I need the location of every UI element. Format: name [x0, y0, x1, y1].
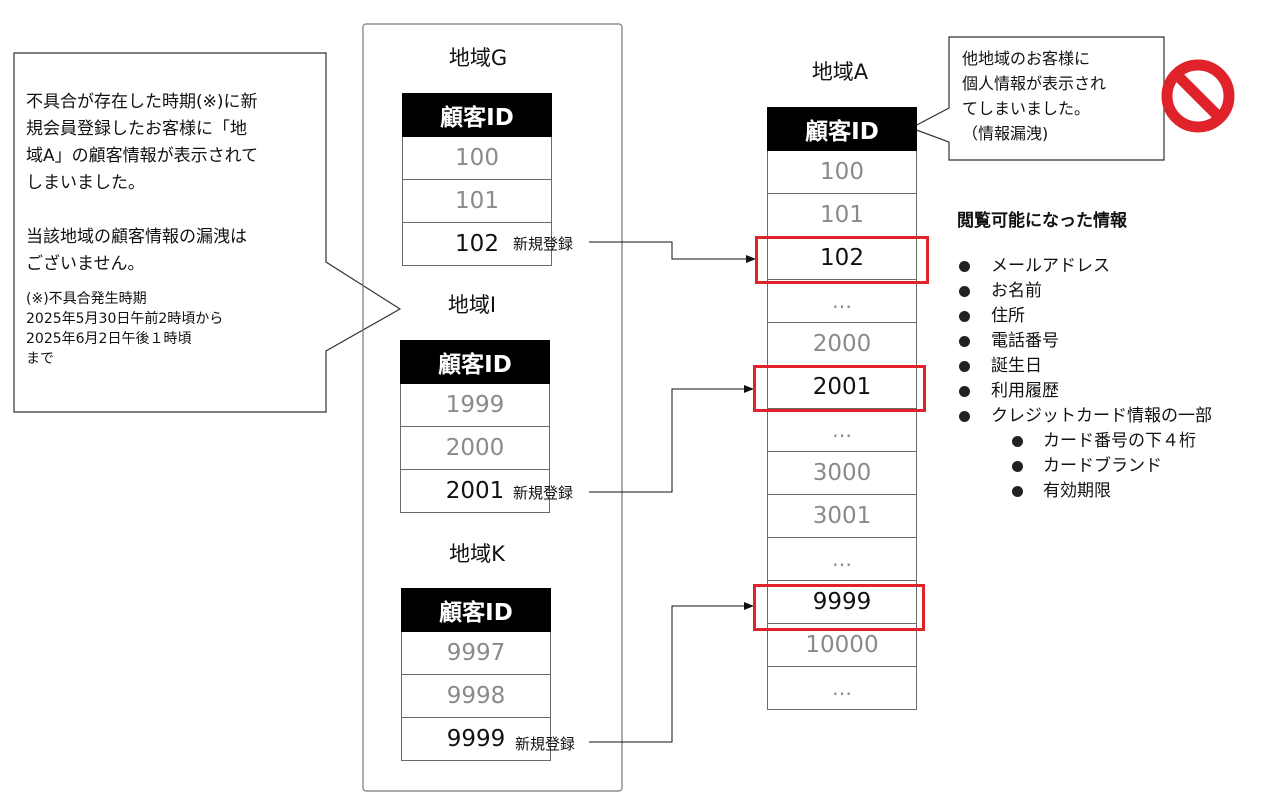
region-g-row-new: 102: [402, 223, 552, 266]
info-subitem: カード番号の下４桁: [1011, 429, 1212, 454]
bullet-icon: [959, 336, 970, 347]
bullet-icon: [959, 386, 970, 397]
region-k-new-label: 新規登録: [515, 735, 576, 753]
info-subitem-label: カード番号の下４桁: [1043, 431, 1196, 451]
region-a-row-ellipsis: …: [767, 409, 917, 452]
info-item-label: 利用履歴: [991, 381, 1059, 401]
info-subitem-label: カードブランド: [1043, 456, 1162, 476]
region-a-row: 3000: [767, 452, 917, 495]
info-item-label: 電話番号: [991, 331, 1059, 351]
region-i-row-new: 2001: [400, 470, 550, 513]
info-item: 利用履歴: [958, 379, 1212, 404]
region-k-header: 顧客ID: [401, 588, 551, 632]
region-a-row-ellipsis: …: [767, 280, 917, 323]
info-item-label: クレジットカード情報の一部: [991, 406, 1212, 426]
region-k-table: 顧客ID 9997 9998 9999: [401, 588, 551, 761]
info-subitem: カードブランド: [1011, 454, 1212, 479]
leak-highlight-102: [755, 236, 929, 284]
region-a-header: 顧客ID: [767, 107, 917, 151]
left-callout-text: 不具合が存在した時期(※)に新 規会員登録したお客様に「地 域A」の顧客情報が表…: [26, 92, 259, 274]
info-list: メールアドレス お名前 住所 電話番号 誕生日 利用履歴 クレジットカード情報の…: [958, 254, 1212, 504]
region-a-row-ellipsis: …: [767, 538, 917, 581]
info-item: 誕生日: [958, 354, 1212, 379]
region-g-header: 顧客ID: [402, 93, 552, 137]
bullet-icon: [959, 411, 970, 422]
region-a-row: 2000: [767, 323, 917, 366]
arrow-i-to-a: [589, 385, 754, 493]
arrow-k-to-a: [589, 602, 754, 743]
region-i-header: 顧客ID: [400, 340, 550, 384]
region-i-table: 顧客ID 1999 2000 2001: [400, 340, 550, 513]
right-callout-text: 他地域のお客様に 個人情報が表示され てしまいました。 （情報漏洩): [962, 49, 1107, 143]
bullet-icon: [1012, 436, 1023, 447]
info-item: お名前: [958, 279, 1212, 304]
info-item-label: 誕生日: [991, 356, 1042, 376]
right-callout-bubble: [909, 36, 1165, 161]
info-item: クレジットカード情報の一部 カード番号の下４桁 カードブランド 有効期限: [958, 404, 1212, 504]
info-title: 閲覧可能になった情報: [957, 211, 1127, 231]
region-k-title: 地域K: [449, 542, 505, 566]
info-subitem-label: 有効期限: [1043, 481, 1111, 501]
bullet-icon: [1012, 461, 1023, 472]
info-item-label: 住所: [991, 306, 1025, 326]
region-g-new-label: 新規登録: [513, 235, 574, 253]
bullet-icon: [959, 261, 970, 272]
region-a-row: 3001: [767, 495, 917, 538]
region-a-table: 顧客ID 100 101 102 … 2000 2001 … 3000 3001…: [767, 107, 917, 710]
region-i-row: 2000: [400, 427, 550, 470]
region-g-row: 100: [402, 137, 552, 180]
info-item: 住所: [958, 304, 1212, 329]
left-callout-note: (※)不具合発生時期 2025年5月30日午前2時頃から 2025年6月2日午後…: [26, 291, 224, 367]
info-item: メールアドレス: [958, 254, 1212, 279]
info-subitem: 有効期限: [1011, 479, 1212, 504]
region-a-row: 100: [767, 151, 917, 194]
region-a-row: 101: [767, 194, 917, 237]
info-item-label: メールアドレス: [991, 256, 1110, 276]
region-i-row: 1999: [400, 384, 550, 427]
region-i-new-label: 新規登録: [513, 484, 574, 502]
region-a-row-leaked: 102: [767, 237, 917, 280]
leak-highlight-2001: [753, 365, 926, 412]
leak-highlight-9999: [753, 584, 925, 631]
region-a-title: 地域A: [811, 60, 869, 84]
prohibited-icon: [1161, 59, 1235, 133]
region-a-row-ellipsis: …: [767, 667, 917, 710]
bullet-icon: [1012, 486, 1023, 497]
arrow-g-to-a: [589, 241, 756, 263]
info-sublist: カード番号の下４桁 カードブランド 有効期限: [991, 429, 1212, 504]
region-k-row: 9998: [401, 675, 551, 718]
region-g-table: 顧客ID 100 101 102: [402, 93, 552, 266]
region-k-row: 9997: [401, 632, 551, 675]
region-i-title: 地域I: [447, 293, 497, 317]
region-k-row-new: 9999: [401, 718, 551, 761]
region-g-title: 地域G: [448, 46, 508, 70]
info-item-label: お名前: [991, 281, 1042, 301]
bullet-icon: [959, 286, 970, 297]
bullet-icon: [959, 361, 970, 372]
region-g-row: 101: [402, 180, 552, 223]
region-a-row: 10000: [767, 624, 917, 667]
info-item: 電話番号: [958, 329, 1212, 354]
source-regions-group: [362, 23, 623, 792]
region-a-row-leaked: 2001: [767, 366, 917, 409]
region-a-row-leaked: 9999: [767, 581, 917, 624]
bullet-icon: [959, 311, 970, 322]
